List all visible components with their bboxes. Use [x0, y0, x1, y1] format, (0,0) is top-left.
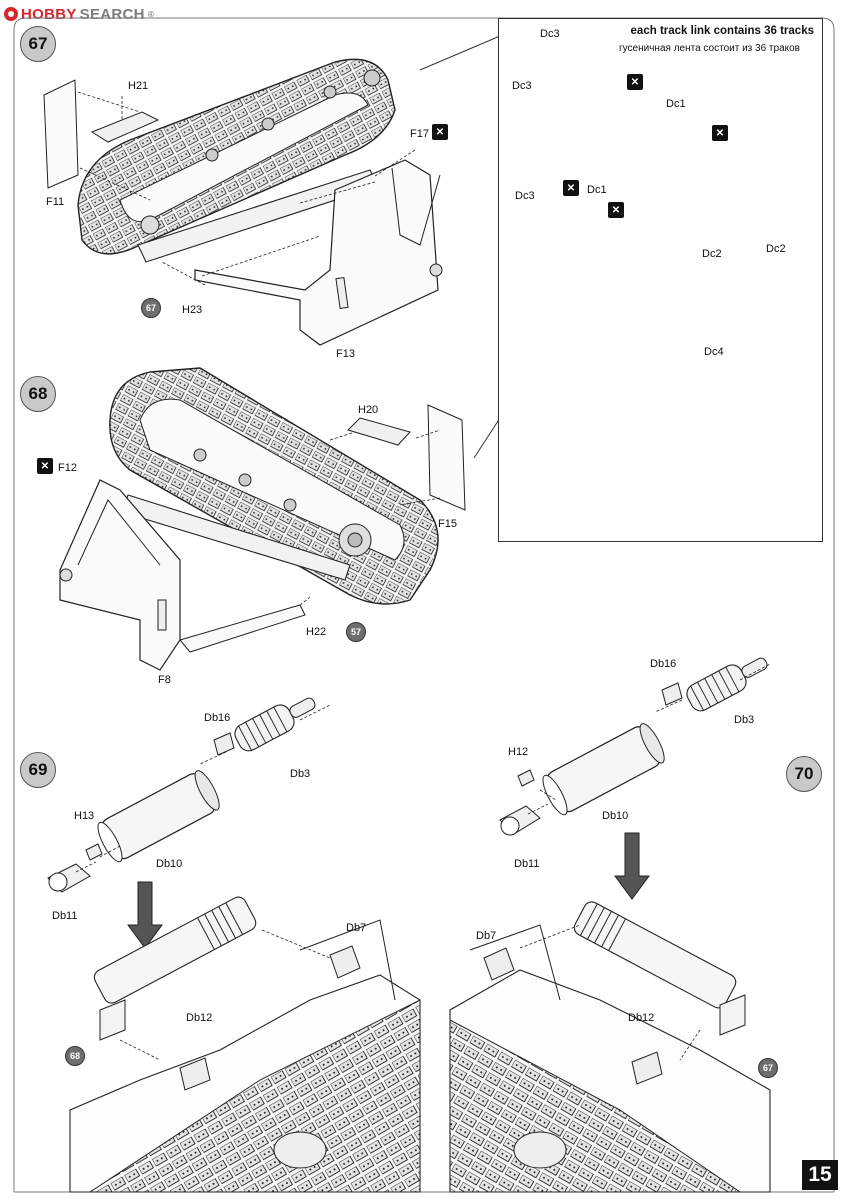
step-68-drawing — [59, 367, 466, 671]
label-dc1: Dc1 — [666, 98, 686, 110]
step-reference-badge: 67 — [758, 1058, 778, 1078]
label-dc1: Dc1 — [587, 184, 607, 196]
glue-icon: ✕ — [37, 458, 53, 474]
label-h21: H21 — [128, 80, 149, 92]
label-db10: Db10 — [602, 810, 629, 822]
label-dc2: Dc2 — [766, 243, 786, 255]
label-db3: Db3 — [290, 768, 311, 780]
label-dc4: Dc4 — [704, 346, 724, 358]
label-dc2: Dc2 — [702, 248, 722, 260]
watermark-reg: ® — [147, 9, 155, 19]
label-h23: H23 — [182, 304, 203, 316]
inset-title: each track link contains 36 tracks — [630, 25, 814, 37]
step-number-badge: 69 — [20, 752, 56, 788]
hobbysearch-logo-icon — [4, 7, 18, 21]
label-f12: F12 — [58, 462, 77, 474]
step-number-badge: 68 — [20, 376, 56, 412]
glue-icon: ✕ — [432, 124, 448, 140]
step-69-drawing — [47, 697, 421, 1193]
label-h12: H12 — [508, 746, 529, 758]
label-f17: F17 — [410, 128, 429, 140]
step-number-badge: 70 — [786, 756, 822, 792]
label-dc3: Dc3 — [515, 190, 535, 202]
glue-icon: ✕ — [608, 202, 624, 218]
label-dc3: Dc3 — [512, 80, 532, 92]
glue-icon: ✕ — [563, 180, 579, 196]
label-dc3: Dc3 — [540, 28, 560, 40]
track-assembly-inset: each track link contains 36 tracks гусен… — [498, 18, 823, 542]
label-db3: Db3 — [734, 714, 755, 726]
label-db16: Db16 — [650, 658, 677, 670]
step-reference-badge: 67 — [141, 298, 161, 318]
label-h22: H22 — [306, 626, 327, 638]
label-h20: H20 — [358, 404, 379, 416]
inset-subtitle: гусеничная лента состоит из 36 траков — [619, 43, 800, 54]
label-h13: H13 — [74, 810, 95, 822]
step-67-drawing — [43, 58, 443, 346]
glue-icon: ✕ — [712, 125, 728, 141]
glue-icon: ✕ — [627, 74, 643, 90]
step-number-badge: 67 — [20, 26, 56, 62]
label-db12: Db12 — [186, 1012, 213, 1024]
label-f13: F13 — [336, 348, 355, 360]
label-db7: Db7 — [476, 930, 497, 942]
label-f11: F11 — [46, 196, 65, 208]
label-db11: Db11 — [52, 910, 78, 922]
label-f8: F8 — [158, 674, 171, 686]
label-f15: F15 — [438, 518, 457, 530]
step-70-drawing — [449, 657, 771, 1193]
step-reference-badge: 68 — [65, 1046, 85, 1066]
label-db11: Db11 — [514, 858, 540, 870]
label-db7: Db7 — [346, 922, 367, 934]
label-db10: Db10 — [156, 858, 183, 870]
page-number: 15 — [802, 1160, 838, 1190]
label-db16: Db16 — [204, 712, 231, 724]
label-db12: Db12 — [628, 1012, 655, 1024]
step-reference-badge: 57 — [346, 622, 366, 642]
